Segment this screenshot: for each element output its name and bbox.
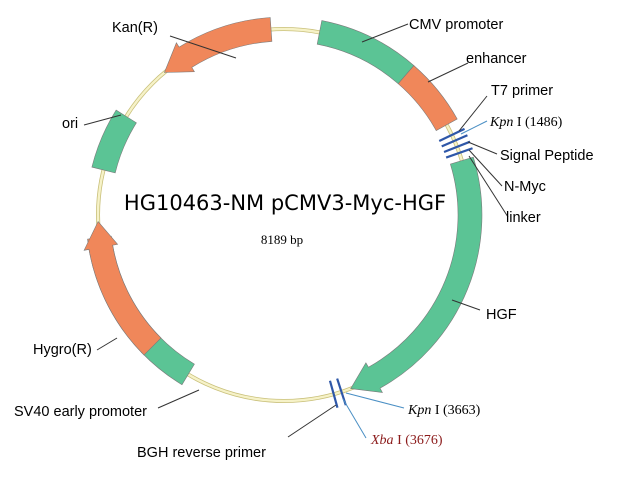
n-myc-site [443,140,471,153]
kan-pointer [169,35,237,59]
enzyme-name: Kpn [489,115,513,130]
cmv-pointer [361,23,409,43]
site-position: I (3676) [394,433,443,448]
hgf-pointer [451,299,481,311]
xba-pointer [342,398,367,439]
site-position: I (3663) [431,403,480,418]
nmyc-pointer [468,149,503,187]
site-pointers [342,120,488,439]
label-hgf: HGF [486,307,517,323]
kpn2-pointer [345,392,405,409]
cmv-promoter-arc [316,20,415,85]
hgf-arrow [350,156,483,393]
label-bgh: BGH reverse primer [137,445,266,461]
site-markers [328,127,473,409]
linker-pointer [468,155,509,218]
label-kan: Kan(R) [112,20,158,36]
enzyme-name: Kpn [407,403,431,418]
feature-arcs [83,17,483,393]
label-enhancer: enhancer [466,51,527,67]
site-label-kpn-1486: Kpn I (1486) [489,115,563,130]
enzyme-name: Xba [370,433,394,448]
label-n-myc: N-Myc [504,179,546,195]
ori-arc [91,109,137,174]
label-cmv-promoter: CMV promoter [409,17,503,33]
signal-peptide-site [441,134,468,148]
site-label-xba-3676: Xba I (3676) [370,433,443,448]
label-signal-peptide: Signal Peptide [500,148,594,164]
label-t7-primer: T7 primer [491,83,553,99]
plasmid-title: HG10463-NM pCMV3-Myc-HGF [124,191,446,215]
label-sv40: SV40 early promoter [14,404,147,420]
enhancer-pointer [427,62,469,83]
label-ori: ori [62,116,78,132]
plasmid-size: 8189 bp [261,232,303,247]
label-linker: linker [506,210,541,226]
t7-pointer [458,95,488,132]
kpn-1486-site [438,127,465,142]
label-hygro: Hygro(R) [33,342,92,358]
linker-site [445,147,473,159]
hygro-pointer [96,337,118,351]
sv40-pointer [157,389,200,409]
ori-pointer [83,114,122,126]
bgh-pointer [287,404,337,438]
kpn1-pointer [460,120,488,135]
site-position: I (1486) [513,115,562,130]
hygro-arrow [83,220,162,356]
kan-arrow [163,17,273,73]
pointer-lines [83,23,509,438]
xba-3676-site [328,380,339,409]
signal-pointer [467,141,498,155]
enhancer-arc [397,65,458,132]
site-label-kpn-3663: Kpn I (3663) [407,403,481,418]
